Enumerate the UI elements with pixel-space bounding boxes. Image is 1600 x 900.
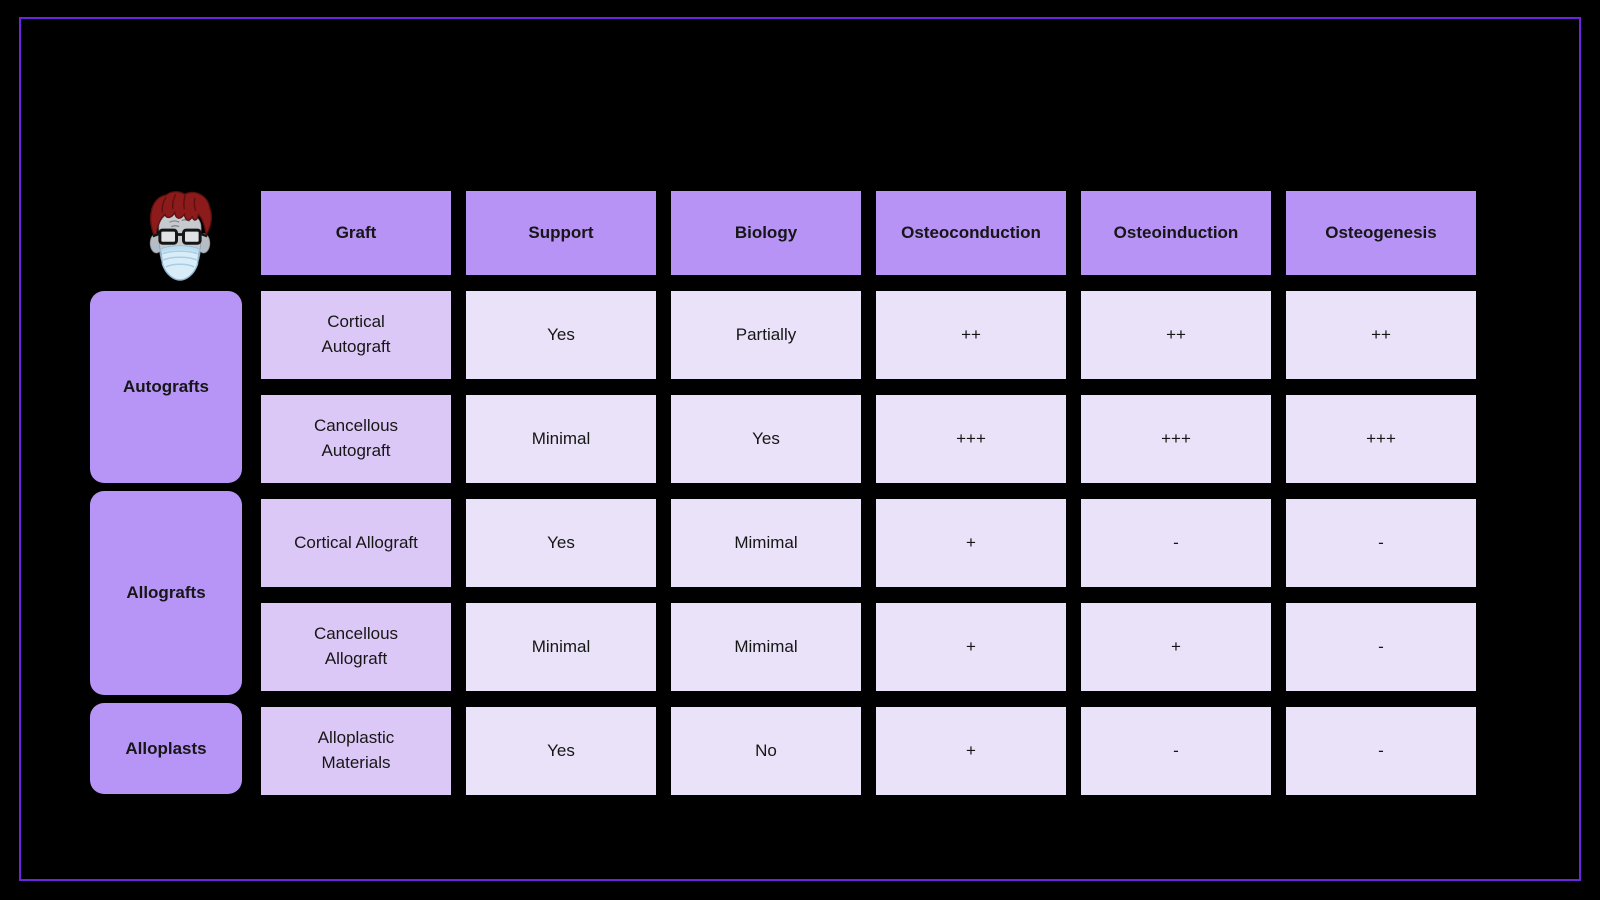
graft-name-label: Cortical Allograft xyxy=(294,532,418,552)
cell-osteoinduction: + xyxy=(1081,603,1271,691)
column-header-osteoconduction: Osteoconduction xyxy=(876,191,1066,275)
cell-biology: No xyxy=(671,707,861,795)
cell-osteoconduction: ++ xyxy=(876,291,1066,379)
column-header-graft: Graft xyxy=(261,191,451,275)
cell-graft-name: Cancellous Autograft xyxy=(261,395,451,483)
cell-support: Minimal xyxy=(466,603,656,691)
cell-support: Minimal xyxy=(466,395,656,483)
group-cell-autografts: Autografts xyxy=(90,291,242,483)
column-header-osteoinduction: Osteoinduction xyxy=(1081,191,1271,275)
cell-osteoinduction: ++ xyxy=(1081,291,1271,379)
cell-osteoconduction: + xyxy=(876,603,1066,691)
group-cell-alloplasts: Alloplasts xyxy=(90,703,242,794)
outer-frame xyxy=(19,17,1581,881)
cell-osteoinduction: - xyxy=(1081,707,1271,795)
group-cell-allografts: Allografts xyxy=(90,491,242,695)
cell-biology: Partially xyxy=(671,291,861,379)
cell-graft-name: Cortical Autograft xyxy=(261,291,451,379)
graft-comparison-table: Graft Support Biology Osteoconduction Os… xyxy=(261,191,1476,795)
cell-biology: Mimimal xyxy=(671,603,861,691)
cell-biology: Yes xyxy=(671,395,861,483)
cell-graft-name: Alloplastic Materials xyxy=(261,707,451,795)
cell-graft-name: Cancellous Allograft xyxy=(261,603,451,691)
graft-name-label: Cortical Autograft xyxy=(321,312,391,356)
column-header-biology: Biology xyxy=(671,191,861,275)
cell-osteogenesis: +++ xyxy=(1286,395,1476,483)
cell-support: Yes xyxy=(466,499,656,587)
graft-name-label: Cancellous Autograft xyxy=(313,416,399,460)
doctor-avatar-icon xyxy=(149,191,212,281)
column-header-osteogenesis: Osteogenesis xyxy=(1286,191,1476,275)
graft-name-label: Alloplastic Materials xyxy=(317,728,395,772)
cell-osteogenesis: - xyxy=(1286,603,1476,691)
cell-osteoinduction: +++ xyxy=(1081,395,1271,483)
cell-osteogenesis: - xyxy=(1286,707,1476,795)
cell-osteoinduction: - xyxy=(1081,499,1271,587)
cell-osteoconduction: +++ xyxy=(876,395,1066,483)
cell-support: Yes xyxy=(466,291,656,379)
graft-name-label: Cancellous Allograft xyxy=(313,624,399,668)
cell-support: Yes xyxy=(466,707,656,795)
cell-graft-name: Cortical Allograft xyxy=(261,499,451,587)
cell-biology: Mimimal xyxy=(671,499,861,587)
cell-osteogenesis: ++ xyxy=(1286,291,1476,379)
cell-osteoconduction: + xyxy=(876,707,1066,795)
cell-osteoconduction: + xyxy=(876,499,1066,587)
column-header-support: Support xyxy=(466,191,656,275)
cell-osteogenesis: - xyxy=(1286,499,1476,587)
